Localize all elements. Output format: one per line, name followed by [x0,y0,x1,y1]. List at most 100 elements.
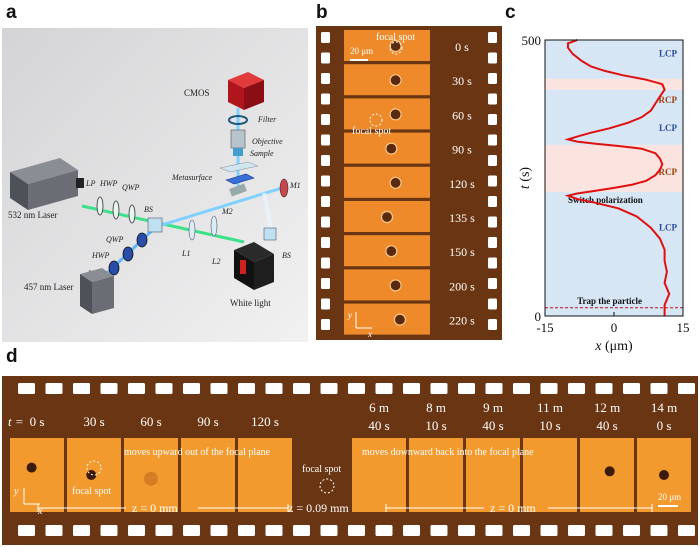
objective-icon [230,129,246,156]
frame-time-label: 60 s [140,414,161,429]
film-hole [485,525,503,536]
hwp2-label: HWP [91,251,109,260]
film-hole [488,32,497,43]
l2-label: L2 [211,257,220,266]
m2-label: M2 [221,207,233,216]
film-hole [488,73,497,84]
video-frame [10,438,64,512]
film-hole [321,93,330,105]
film-hole [488,196,497,207]
film-hole [375,525,393,536]
axes-b [355,312,372,329]
frame-time-label: 0 s [30,414,45,429]
film-hole [100,383,118,394]
film-hole [488,319,497,330]
filter-icon [228,115,248,125]
film-hole [321,175,330,187]
band-label: LCP [659,49,678,59]
film-hole [183,383,200,394]
film-hole [321,319,330,330]
film-hole [321,196,330,207]
mirror-m1 [279,178,289,198]
sample-icon [219,161,259,173]
focal-spot-d-b: focal spot [302,464,341,475]
panel-letter-c: c [505,2,516,23]
film-hole [128,525,145,536]
film-hole [18,525,35,536]
video-frame [344,303,430,335]
z-left-label: z = 0 mm [132,501,178,515]
film-hole [623,525,640,536]
lp1-label: LP [85,179,95,188]
film-hole [155,383,173,394]
film-hole [403,383,420,394]
lp-457 [108,260,120,276]
frame-time-label: 9 m [483,400,503,415]
focal-spot-marker [319,478,335,494]
film-hole [488,278,497,289]
video-frame [344,64,430,96]
film-hole [321,73,330,84]
laser-457-label: 457 nm Laser [24,282,74,292]
band-label: LCP [659,123,678,133]
film-hole [488,134,497,146]
film-hole [321,52,330,64]
film-hole [321,237,330,248]
particle [389,108,402,121]
film-hole [430,383,448,394]
polarization-band [545,191,683,316]
film-hole [321,257,330,269]
particle [144,471,158,486]
frame-time-label: 60 s [452,108,472,122]
film-hole [488,114,497,125]
focal-spot-marker [389,41,403,55]
bs2-label: BS [282,251,291,260]
metasurface-icon [225,173,255,185]
band-label: LCP [659,222,678,232]
particle [86,470,97,480]
focal-spot-top-label: focal spot [376,32,415,43]
band-label: RCP [659,95,678,105]
film-hole [265,525,283,536]
film-hole [488,216,497,228]
qwp-457 [136,232,148,248]
film-hole [513,383,530,394]
frame-time-label: 90 s [197,414,218,429]
particle [385,142,398,155]
polarization-band [545,78,683,90]
film-hole [540,383,558,394]
film-hole [238,525,255,536]
lens-l2 [210,215,218,237]
moves-up-label: moves upward out of the focal plane [124,447,271,458]
white-light-beam [262,192,274,234]
frame-time-label: 14 m [651,400,677,415]
moves-down-label: moves downward back into the focal plane [362,447,534,458]
film-hole [155,525,173,536]
film-hole [488,257,497,269]
film-hole [488,237,497,248]
particle [380,210,394,224]
frame-time-label: 40 s [368,418,389,433]
axis-d-x: x [37,506,43,517]
laser-532-label: 532 nm Laser [8,210,58,220]
frame-time-label: 10 s [539,418,560,433]
film-hole [265,383,283,394]
frame-time-label: 30 s [452,74,472,88]
qwp-532 [128,204,136,224]
film-hole [513,525,530,536]
cmos-camera [228,72,264,110]
hwp1-label: HWP [99,179,117,188]
film-hole [45,525,63,536]
lens-l1 [188,219,196,241]
frame-time-label: 120 s [449,177,475,191]
film-hole [321,216,330,228]
film-hole [650,383,668,394]
z-arrows [37,504,653,512]
particle [385,245,398,258]
film-hole [488,93,497,105]
film-hole [210,383,228,394]
frame-time-label: 0 s [657,418,672,433]
mirror-m2 [229,183,247,197]
film-hole [100,525,118,536]
